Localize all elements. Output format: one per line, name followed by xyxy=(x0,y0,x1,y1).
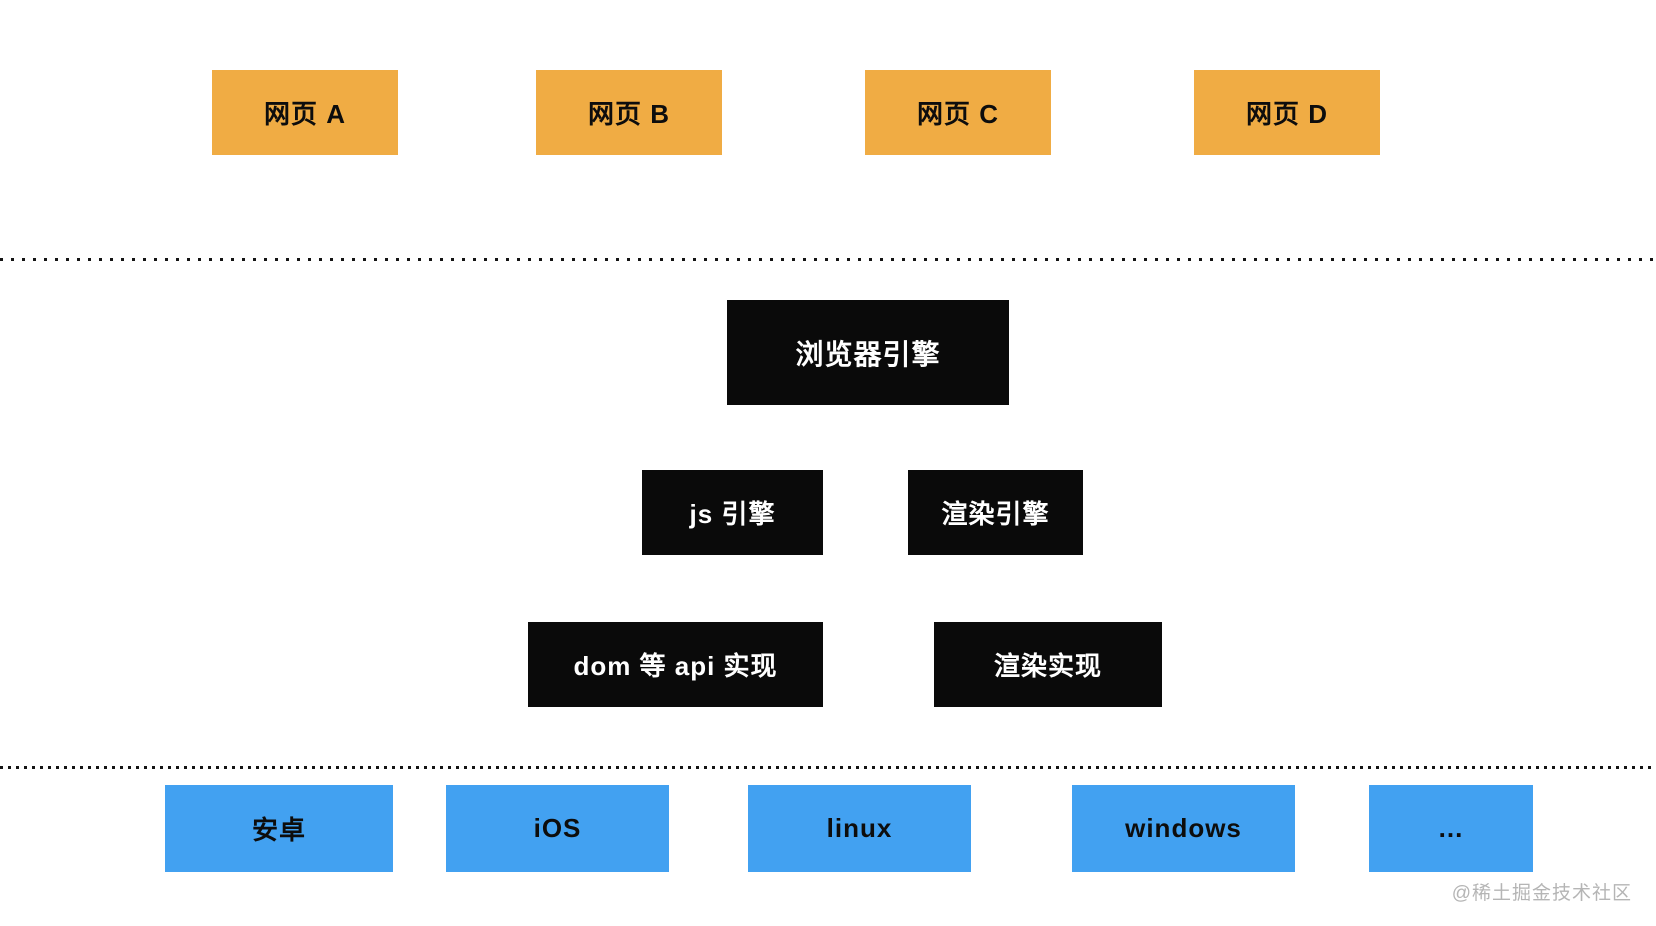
platform-linux-box: linux xyxy=(748,785,971,872)
platform-android-box: 安卓 xyxy=(165,785,393,872)
render-engine-box: 渲染引擎 xyxy=(908,470,1083,555)
browser-engine-box: 浏览器引擎 xyxy=(727,300,1009,405)
lower-dotted-divider xyxy=(0,766,1656,769)
platform-more-box: ... xyxy=(1369,785,1533,872)
webpage-a-box: 网页 A xyxy=(212,70,398,155)
webpage-c-box: 网页 C xyxy=(865,70,1051,155)
juejin-watermark: @稀土掘金技术社区 xyxy=(1451,883,1632,904)
webpage-d-box: 网页 D xyxy=(1194,70,1380,155)
platform-windows-box: windows xyxy=(1072,785,1295,872)
webpage-b-box: 网页 B xyxy=(536,70,722,155)
render-impl-box: 渲染实现 xyxy=(934,622,1162,707)
upper-dotted-divider xyxy=(0,258,1656,261)
platform-ios-box: iOS xyxy=(446,785,669,872)
dom-api-impl-box: dom 等 api 实现 xyxy=(528,622,823,707)
js-engine-box: js 引擎 xyxy=(642,470,823,555)
